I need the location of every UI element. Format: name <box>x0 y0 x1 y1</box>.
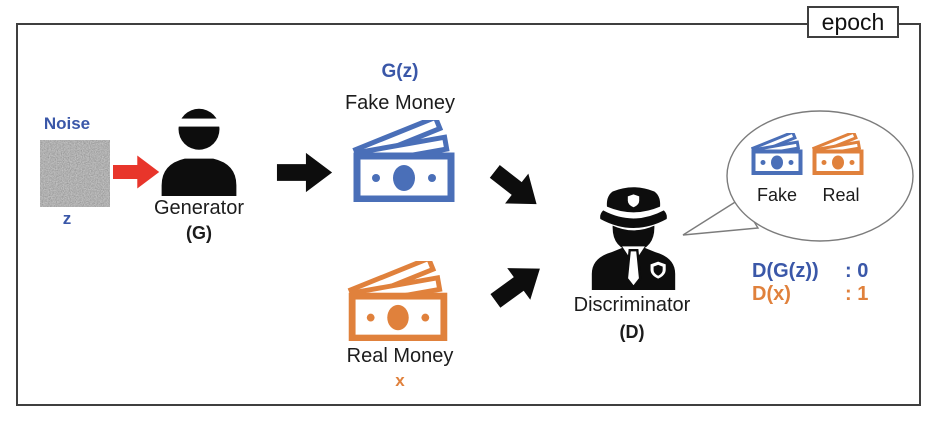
noise-symbol: z <box>62 209 72 228</box>
fake-money-icon <box>352 114 456 203</box>
diagram-border <box>16 23 921 406</box>
output-real-value: : 1 <box>845 283 869 305</box>
arrow-right-icon <box>276 151 334 194</box>
epoch-label: epoch <box>821 8 885 35</box>
generator-name: Generator <box>153 197 245 219</box>
discriminator-police-icon <box>586 182 681 290</box>
discriminator-outputs: D(G(z)) : 0 D(x) : 1 <box>752 260 922 306</box>
generator-symbol: (G) <box>186 223 212 243</box>
discriminator-symbol: (D) <box>619 322 645 342</box>
noise-image <box>40 140 110 207</box>
arrow-down-right-icon <box>482 155 550 221</box>
bubble-fake-label: Fake <box>756 185 798 205</box>
output-fake-value: : 0 <box>845 260 869 282</box>
bubble-fake-money-icon <box>750 130 803 175</box>
real-money-icon <box>347 255 449 342</box>
bubble-real-label: Real <box>822 185 860 205</box>
arrow-right-icon <box>113 151 160 193</box>
real-money-title: Real Money <box>346 345 454 367</box>
fake-money-title: Fake Money <box>344 92 456 114</box>
noise-title: Noise <box>43 114 91 133</box>
speech-bubble <box>668 105 924 247</box>
output-fake-expr: D(G(z)) <box>752 260 819 282</box>
fake-money-formula: G(z) <box>381 61 419 82</box>
epoch-label-box: epoch <box>807 6 899 38</box>
bubble-real-money-icon <box>811 130 864 175</box>
output-real-expr: D(x) <box>752 283 791 305</box>
output-real-row: D(x) : 1 <box>752 283 922 306</box>
discriminator-name: Discriminator <box>573 294 691 316</box>
output-fake-row: D(G(z)) : 0 <box>752 260 922 283</box>
generator-person-icon <box>154 107 244 196</box>
arrow-up-right-icon <box>483 251 554 319</box>
real-money-symbol: x <box>395 371 405 390</box>
